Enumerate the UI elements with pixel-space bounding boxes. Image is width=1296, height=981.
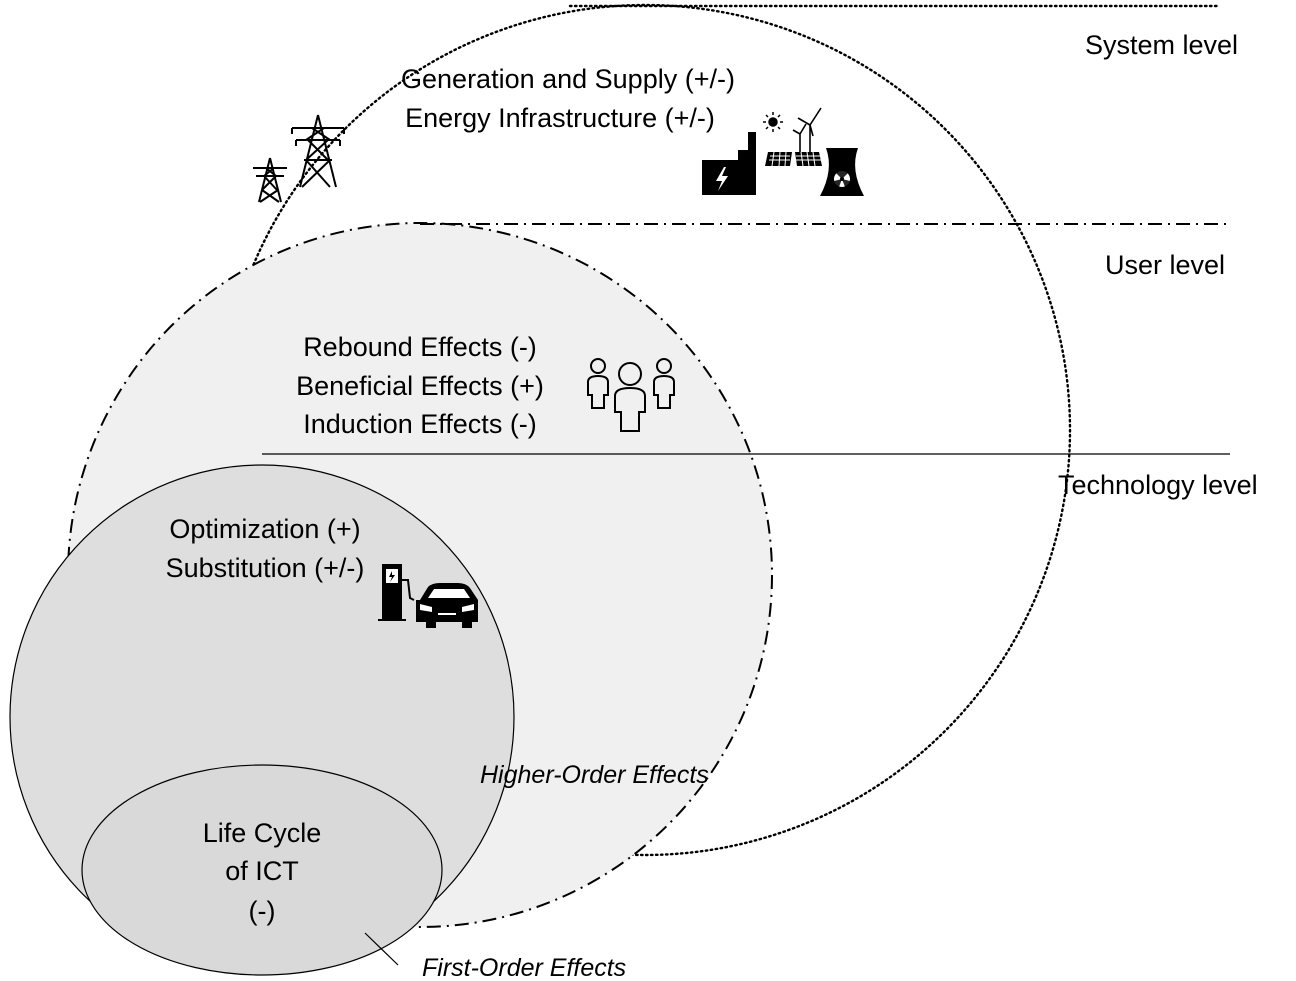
system-level-label: System level [1085,30,1238,60]
life-cycle-line2: of ICT [225,856,299,886]
sun-icon [763,112,783,132]
higher-order-effects-label: Higher-Order Effects [480,761,709,789]
user-level-label: User level [1105,250,1225,280]
first-order-pointer-line [364,932,399,966]
power-plant-icon [702,132,756,195]
life-cycle-line1: Life Cycle [203,818,322,848]
technology-level-label: Technology level [1058,470,1258,500]
life-cycle-line3: (-) [249,896,276,926]
system-effect-energy-infrastructure: Energy Infrastructure (+/-) [405,103,715,133]
people-group-icon [587,358,675,432]
nuclear-plant-icon [820,148,864,196]
solar-panels-icon [765,151,822,167]
car-icon [416,583,478,628]
first-order-effects-label: First-Order Effects [422,954,626,981]
tech-effect-substitution: Substitution (+/-) [166,553,365,583]
wind-turbines-icon [792,107,822,152]
charging-station-icon [378,564,415,621]
power-pylons-icon [253,114,345,203]
user-effect-induction: Induction Effects (-) [303,409,537,439]
user-effect-rebound: Rebound Effects (-) [303,332,537,362]
life-cycle-ellipse [81,764,443,976]
user-effect-beneficial: Beneficial Effects (+) [296,371,544,401]
system-effect-generation-supply: Generation and Supply (+/-) [401,64,735,94]
tech-effect-optimization: Optimization (+) [169,514,360,544]
